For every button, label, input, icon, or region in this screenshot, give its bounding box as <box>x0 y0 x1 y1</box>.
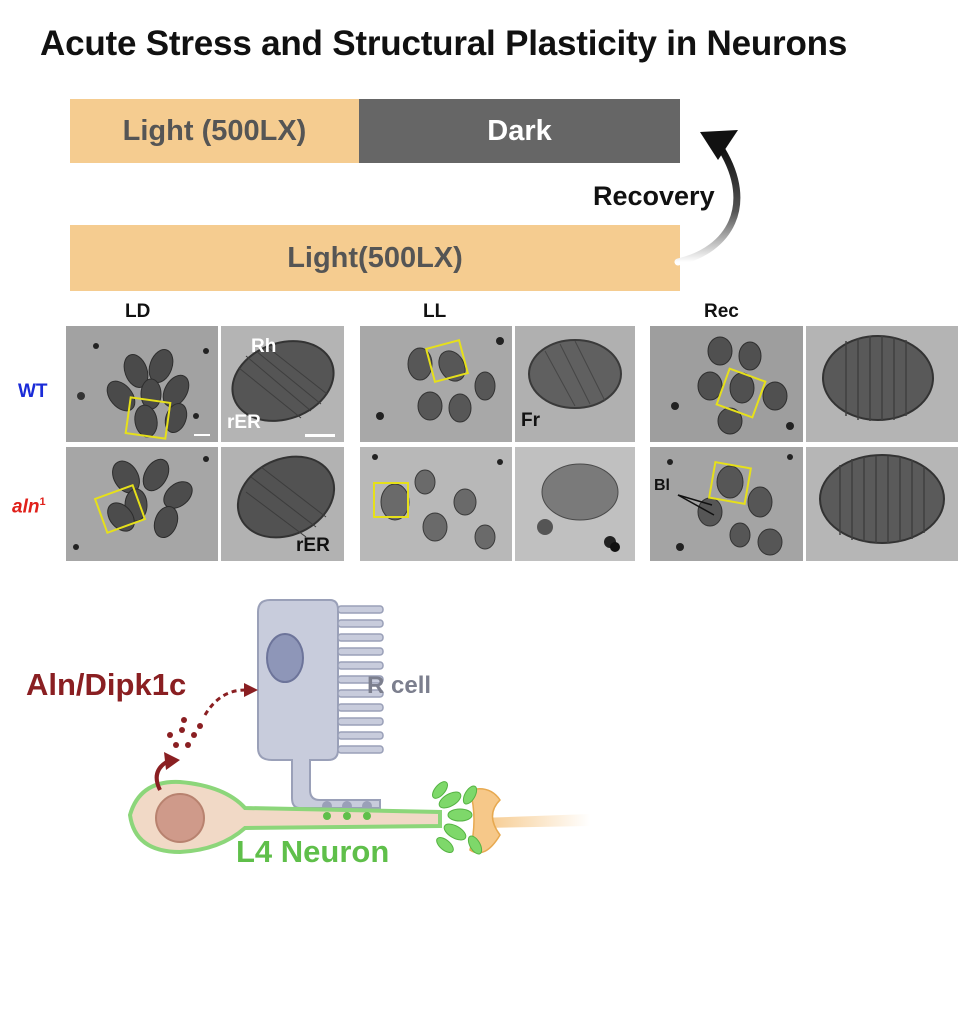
target-neuron <box>469 788 590 854</box>
em-label-bl: Bl <box>654 477 670 494</box>
r-cell <box>257 599 384 811</box>
em-aln-rec-overview-image <box>650 447 803 561</box>
em-aln-ll-overview <box>360 447 512 561</box>
em-wt-ll-detail: Fr <box>515 326 635 442</box>
em-aln-ld-overview <box>66 447 218 561</box>
column-label-rec: Rec <box>704 301 739 322</box>
row-label-wt: WT <box>18 381 48 402</box>
em-aln-ld-detail: rER <box>221 447 344 561</box>
em-wt-ll-detail-image <box>515 326 635 442</box>
em-aln-ll-detail-image <box>515 447 635 561</box>
row-label-aln: aln1 <box>12 496 46 518</box>
em-aln-ll-overview-image <box>360 447 512 561</box>
em-label-rh: Rh <box>251 336 277 357</box>
em-wt-ld-overview <box>66 326 218 442</box>
em-wt-rec-overview-image <box>650 326 803 442</box>
neuron-schematic <box>127 599 590 855</box>
em-aln-ld-detail-image <box>221 447 344 561</box>
recovery-arrow <box>674 130 741 266</box>
em-aln-ll-detail <box>515 447 635 561</box>
column-label-ll: LL <box>423 301 447 322</box>
aln-dipk1c-label: Aln/Dipk1c <box>26 667 187 702</box>
em-label-rer-aln: rER <box>296 535 330 556</box>
dark-phase-bar: Dark <box>359 99 680 163</box>
row-label-aln-text: aln <box>12 496 40 518</box>
dark-phase-label: Dark <box>487 114 552 147</box>
em-label-rer-wt: rER <box>227 412 261 433</box>
em-wt-rec-detail-image <box>806 326 958 442</box>
em-wt-rec-detail <box>806 326 958 442</box>
page-title: Acute Stress and Structural Plasticity i… <box>40 24 848 63</box>
em-wt-ld-detail: Rh rER <box>221 326 344 442</box>
light-phase-label: Light (500LX) <box>122 114 307 147</box>
em-wt-ll-overview <box>360 326 512 442</box>
light-phase-bar: Light (500LX) <box>70 99 359 163</box>
em-wt-ld-detail-image <box>221 326 344 442</box>
recovery-label: Recovery <box>593 181 715 211</box>
row-label-aln-sup: 1 <box>39 496 46 508</box>
secretion-arrows <box>154 683 258 791</box>
em-aln-rec-detail-image <box>806 447 958 561</box>
constant-light-label: Light(500LX) <box>287 241 463 274</box>
em-aln-rec-detail <box>806 447 958 561</box>
em-label-fr: Fr <box>521 410 540 431</box>
em-wt-ll-overview-image <box>360 326 512 442</box>
l4-neuron <box>127 779 483 855</box>
column-label-ld: LD <box>125 301 151 322</box>
em-aln-rec-overview: Bl <box>650 447 803 561</box>
constant-light-bar: Light(500LX) <box>70 225 680 291</box>
r-cell-label: R cell <box>367 672 432 699</box>
em-wt-ld-overview-image <box>66 326 218 442</box>
l4-neuron-label: L4 Neuron <box>236 834 390 869</box>
em-aln-ld-overview-image <box>66 447 218 561</box>
em-wt-rec-overview <box>650 326 803 442</box>
